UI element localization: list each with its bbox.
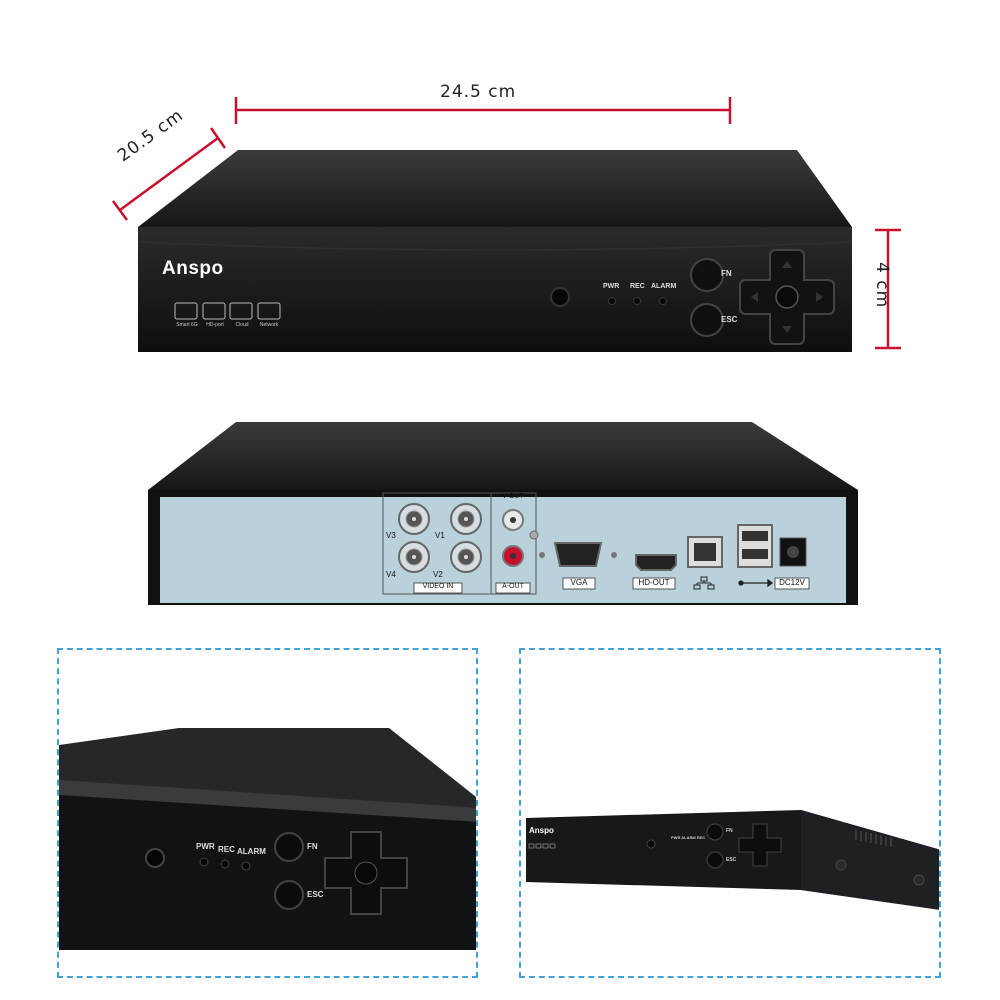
rec-led-icon <box>633 297 641 305</box>
width-label: 24.5 cm <box>440 82 517 102</box>
usb-icon <box>738 578 774 588</box>
badge-2: HD-port <box>206 322 224 328</box>
v-out-label: V-OUT <box>502 493 524 500</box>
depth-measure-line <box>119 136 219 212</box>
detail-esc-label: ESC <box>307 890 324 899</box>
detail-right-ir-icon <box>646 839 656 849</box>
dpad-center-icon <box>775 285 799 309</box>
detail-rec-label: REC <box>218 845 235 854</box>
pwr-label: PWR <box>603 283 620 290</box>
detail-right-dpad-icon <box>738 823 782 867</box>
front-view-dvr <box>137 150 853 352</box>
detail-right-fn-icon <box>706 823 724 841</box>
detail-right-brand: Anspo <box>529 826 554 835</box>
badge-4: Network <box>259 322 279 328</box>
detail-left-closeup <box>59 728 476 950</box>
v2-label: V2 <box>433 570 443 579</box>
chassis-front <box>138 227 852 352</box>
v1-label: V1 <box>435 531 445 540</box>
bnc-connectors <box>398 503 482 573</box>
pwr-led-icon <box>608 297 616 305</box>
detail-alarm-led-icon <box>241 861 251 871</box>
detail-fn-label: FN <box>307 842 318 851</box>
fn-label: FN <box>721 269 732 278</box>
brand-logo: Anspo <box>162 258 224 279</box>
detail-pwr-led-icon <box>199 857 209 867</box>
detail-right-esc-label: ESC <box>726 857 737 863</box>
v4-label: V4 <box>386 570 396 579</box>
vga-port-icon <box>553 542 603 567</box>
alarm-label: ALARM <box>651 283 677 290</box>
chassis-top <box>138 150 852 227</box>
hdmi-port-icon <box>635 554 677 571</box>
v3-label: V3 <box>386 531 396 540</box>
cloud-badge-icon <box>229 302 253 320</box>
smart-badge-icon <box>174 302 198 320</box>
detail-fn-button-icon <box>274 832 304 862</box>
esc-button-icon <box>690 303 724 337</box>
detail-ir-icon <box>145 848 165 868</box>
ir-receiver-icon <box>550 287 570 307</box>
dc12v-label: DC12V <box>779 578 805 587</box>
a-out-label: A-OUT <box>502 583 524 590</box>
vga-label: VGA <box>570 578 588 587</box>
network-badge-icon <box>257 302 281 320</box>
detail-pwr-label: PWR <box>196 842 215 851</box>
badge-3: Cloud <box>235 322 249 328</box>
video-in-label: VIDEO IN <box>422 583 454 590</box>
ground-screw-icon <box>529 530 539 540</box>
dimension-markers <box>111 97 901 350</box>
network-icon <box>693 576 715 590</box>
fn-button-icon <box>690 258 724 292</box>
detail-right-perspective <box>526 810 939 910</box>
detail-esc-button-icon <box>274 880 304 910</box>
hd-out-label: HD-OUT <box>638 578 670 587</box>
detail-right-esc-icon <box>706 851 724 869</box>
detail-panel-right: Anspo PWR ALARM REC FN ESC <box>519 648 941 978</box>
detail-panel-left: PWR REC ALARM FN ESC <box>57 648 478 978</box>
detail-rec-led-icon <box>220 859 230 869</box>
detail-right-led-labels: PWR ALARM REC <box>671 835 706 840</box>
esc-label: ESC <box>721 315 738 324</box>
detail-right-fn-label: FN <box>726 828 733 834</box>
badge-1: Smart 6G <box>176 322 198 328</box>
detail-alarm-label: ALARM <box>237 847 266 856</box>
hd-badge-icon <box>202 302 226 320</box>
rear-chassis-top <box>148 422 858 490</box>
audio-video-out-box <box>490 492 537 595</box>
alarm-led-icon <box>659 297 667 305</box>
rear-view-dvr <box>148 422 858 605</box>
rec-label: REC <box>630 283 645 290</box>
